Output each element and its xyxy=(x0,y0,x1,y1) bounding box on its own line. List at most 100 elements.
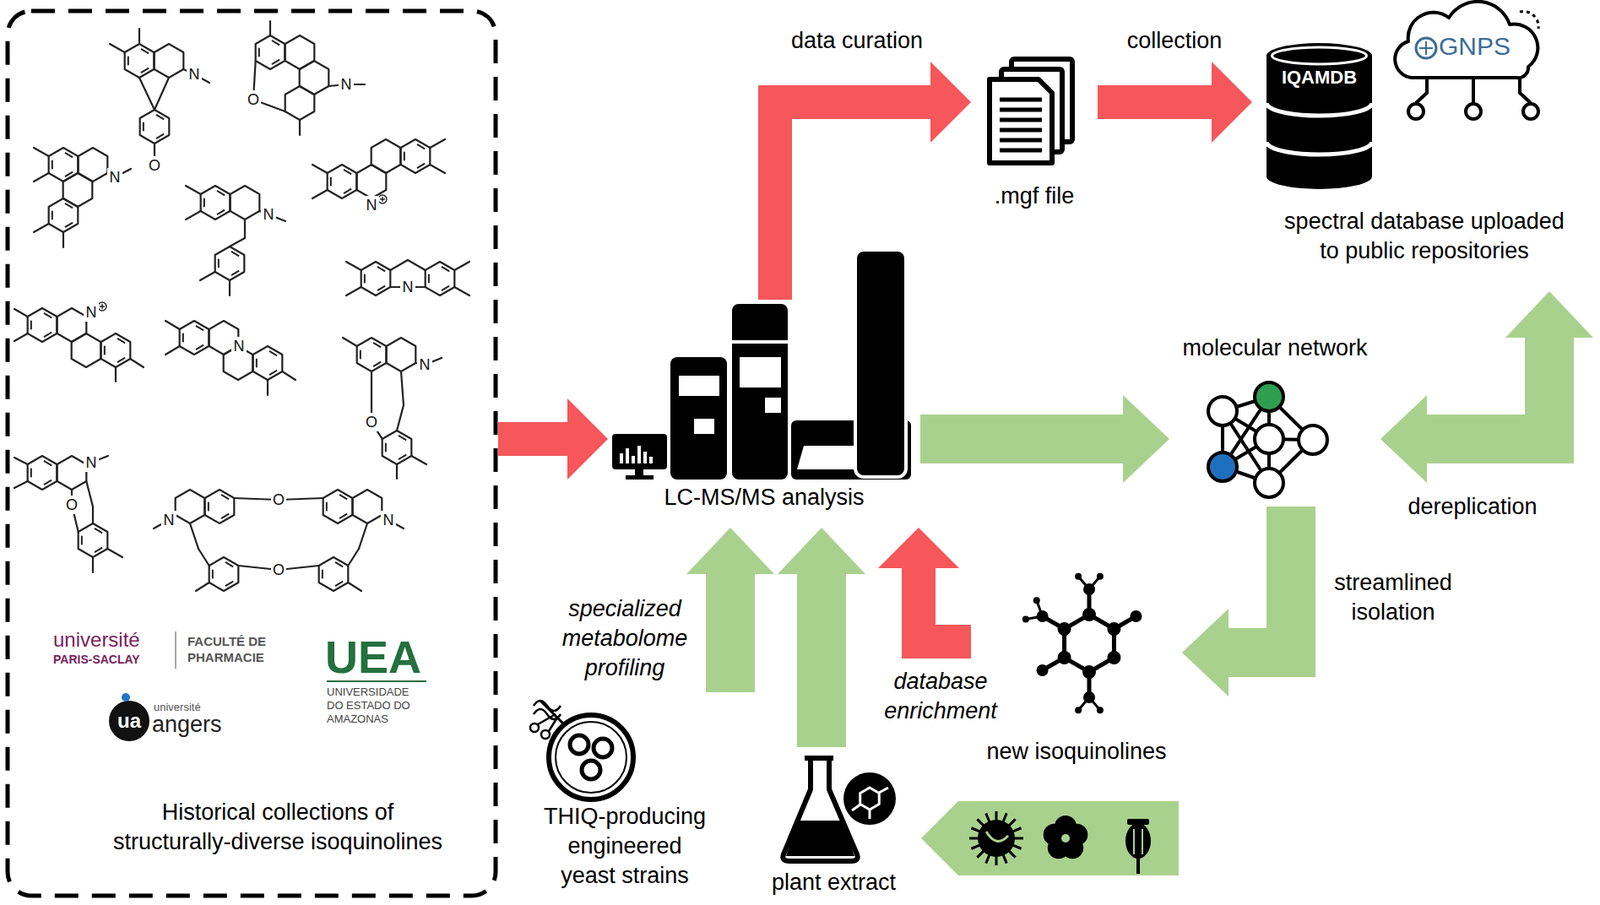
double-bond xyxy=(207,502,210,512)
angers-logo-dot xyxy=(121,693,131,702)
file-node: .mgf file xyxy=(970,50,1098,217)
file-line xyxy=(999,148,1042,153)
arrowhead xyxy=(878,527,960,569)
ring-bond xyxy=(101,333,131,368)
molecule-atom xyxy=(1083,691,1096,704)
double-bond xyxy=(417,163,425,169)
poppy-ridge xyxy=(1133,829,1143,855)
arrowhead xyxy=(686,527,775,575)
bond xyxy=(429,139,445,148)
module-seam xyxy=(732,340,788,344)
isoquinoline-structure xyxy=(153,489,404,592)
file-line xyxy=(999,138,1042,143)
node-label: LC-MS/MS analysis xyxy=(607,482,921,513)
ring-bond xyxy=(215,246,245,281)
poppy-stem xyxy=(1136,856,1140,874)
logo-separator xyxy=(174,631,177,669)
molecule-atom xyxy=(1129,610,1142,623)
atom-label: N xyxy=(161,510,177,530)
monitor-bar xyxy=(637,445,641,464)
arrowhead xyxy=(1211,61,1253,143)
molecule-atom xyxy=(1106,650,1121,665)
yeast-cell xyxy=(569,735,589,754)
monitor-base xyxy=(625,475,654,480)
monitor xyxy=(612,433,668,470)
cloud-wire xyxy=(1471,77,1476,104)
double-bond xyxy=(94,547,103,553)
scissors-handle xyxy=(541,730,550,739)
petri-rim xyxy=(555,721,627,793)
database-body xyxy=(1266,55,1373,177)
double-bond xyxy=(216,190,225,196)
atom-label: N xyxy=(417,355,433,375)
magnifier-molecule xyxy=(860,787,880,810)
cloud-terminal xyxy=(1408,103,1424,120)
bond xyxy=(109,43,125,53)
bond xyxy=(407,260,426,271)
isoquinoline-structure xyxy=(33,147,131,248)
double-bond xyxy=(258,48,261,58)
bond xyxy=(411,455,427,465)
bond xyxy=(154,77,169,110)
arrowhead xyxy=(777,527,866,575)
double-bond xyxy=(339,494,348,499)
bond xyxy=(347,548,359,566)
bond xyxy=(33,223,49,233)
connector-group xyxy=(878,527,971,642)
edge-label: database enrichment xyxy=(875,667,1007,727)
double-bond xyxy=(363,274,366,284)
double-bond xyxy=(377,266,386,272)
module-panel xyxy=(764,397,782,413)
magnifier-disc xyxy=(843,772,896,825)
double-bond xyxy=(211,569,214,580)
connector-group xyxy=(920,395,1170,483)
double-bond xyxy=(325,502,328,512)
double-bond xyxy=(255,358,258,369)
bond xyxy=(401,371,404,406)
atom-label: N xyxy=(231,336,247,356)
connector-group xyxy=(686,527,775,693)
flower-petal xyxy=(1043,824,1066,847)
ring-bond xyxy=(209,557,239,592)
bond xyxy=(228,280,231,296)
block-arrow xyxy=(775,102,932,300)
double-bond xyxy=(428,274,430,284)
ring-bond xyxy=(357,337,387,372)
atom-label: N xyxy=(400,277,416,297)
block-arrow xyxy=(1097,85,1213,120)
ring-bond xyxy=(285,86,315,120)
double-bond xyxy=(221,514,229,519)
isoquinoline-structure xyxy=(165,320,296,396)
molecule-atom xyxy=(1082,607,1096,622)
cloud-outline xyxy=(1394,1,1538,78)
atom-label: N xyxy=(363,195,380,215)
atom-label: O xyxy=(271,490,287,510)
bond xyxy=(14,309,28,317)
poppy-capsule xyxy=(1125,823,1151,859)
double-bond xyxy=(231,271,239,276)
ring-bond xyxy=(371,139,402,174)
atom-label: N xyxy=(83,303,99,322)
double-bond xyxy=(141,48,149,54)
bond xyxy=(200,271,216,281)
bond xyxy=(454,261,470,271)
connector-group xyxy=(775,61,971,300)
bond xyxy=(346,261,362,271)
bond xyxy=(282,371,296,380)
double-bond xyxy=(271,40,280,45)
isoquinoline-structure xyxy=(312,139,445,199)
logo-text: PARIS-SACLAY xyxy=(53,652,172,668)
edge-label: streamlined isolation xyxy=(1323,568,1464,628)
node-label: .mgf file xyxy=(970,181,1098,212)
scissors-handle xyxy=(530,723,539,733)
molecule-atom xyxy=(1074,706,1082,714)
lc-module xyxy=(670,357,727,480)
poppy-crown xyxy=(1127,818,1150,825)
flower-icon xyxy=(1043,815,1089,859)
arrowhead xyxy=(1380,395,1427,483)
connector-group xyxy=(1380,291,1594,483)
node-label: Historical collections of structurally-d… xyxy=(104,797,451,857)
monitor-bar xyxy=(643,451,647,464)
file-icon xyxy=(989,59,1073,163)
